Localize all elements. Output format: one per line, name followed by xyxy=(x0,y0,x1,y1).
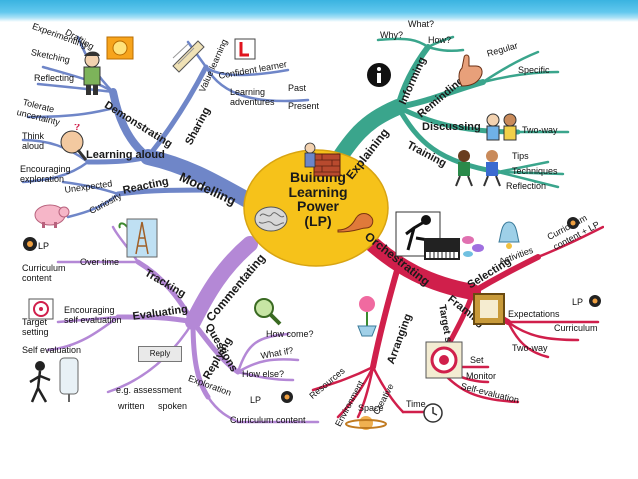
leaf-lp: LP xyxy=(38,241,50,251)
leaf-reflection: Reflection xyxy=(506,181,547,191)
leaf-curriculum-2: Curriculum xyxy=(554,323,598,333)
sweets-icon xyxy=(462,236,484,257)
target-card-icon xyxy=(28,298,54,320)
leaf-expectations: Expectations xyxy=(508,309,560,319)
pig-icon xyxy=(34,204,70,228)
leaf-target: Target xyxy=(22,317,48,327)
training-kids-icon xyxy=(455,150,501,187)
leaf-eg-assessment: e.g. assessment xyxy=(116,385,182,395)
leaf-set: Set xyxy=(470,355,484,365)
slide-header-bar xyxy=(0,0,638,22)
builder-icon xyxy=(304,142,341,177)
branch-discussing: Discussing xyxy=(422,121,481,133)
leaf-setting: setting xyxy=(22,327,49,337)
leaf-present: Present xyxy=(288,101,320,111)
ruler-icon xyxy=(172,40,205,73)
leaf-reflecting: Reflecting xyxy=(34,73,75,83)
muscle-arm-icon xyxy=(337,213,374,233)
leaf-written: written xyxy=(118,401,145,411)
lightning-icon xyxy=(106,36,134,60)
cd-icon-3 xyxy=(567,217,579,229)
clock-icon xyxy=(423,403,443,423)
reply-label: Reply xyxy=(149,349,171,358)
cd-icon-2 xyxy=(281,391,293,403)
bell-icon xyxy=(498,221,520,249)
leaf-how-come: How come? xyxy=(266,329,314,339)
leaf-lp-3: LP xyxy=(572,297,584,307)
leaf-monitor: Monitor xyxy=(466,371,497,381)
leaf-time: Time xyxy=(406,399,426,409)
leaf-adventures: adventures xyxy=(230,97,275,107)
mirror-icon xyxy=(59,357,79,402)
mind-map-branches xyxy=(21,35,604,424)
leaf-self-evaluation: Self evaluation xyxy=(22,345,82,355)
leaf-space: Space xyxy=(358,403,384,413)
center-line-4: (LP) xyxy=(304,213,332,230)
center-line-3: Power xyxy=(296,198,339,215)
mind-map: Building Learning Power (LP) Modelling D… xyxy=(16,19,604,434)
leaf-over-time: Over time xyxy=(80,257,120,267)
leaf-how-else: How else? xyxy=(242,369,285,379)
leaf-spoken: spoken xyxy=(158,401,188,411)
thinking-man-icon: ? xyxy=(60,124,88,161)
leaf-content: content xyxy=(22,273,52,283)
picture-frame-icon xyxy=(473,293,505,325)
leaf-curriculum: Curriculum xyxy=(22,263,66,273)
piano-icon xyxy=(424,238,460,260)
cd-icon xyxy=(23,237,37,251)
leaf-curriculum-content: Curriculum content xyxy=(230,415,306,425)
cd-icon-4 xyxy=(589,295,601,307)
leaf-how: How? xyxy=(428,35,452,45)
leaf-two-way-2: Two-way xyxy=(512,343,548,353)
modelling-branch-lines xyxy=(21,35,310,219)
planet-icon xyxy=(345,416,387,430)
ladder-icon xyxy=(126,218,158,258)
commentating-branch-lines xyxy=(46,225,320,424)
artist-icon xyxy=(83,51,101,95)
leaf-two-way: Two-way xyxy=(522,125,558,135)
target-icon xyxy=(425,341,463,379)
l-plate-icon xyxy=(234,38,256,60)
discussion-icon xyxy=(486,113,517,141)
leaf-self-evaluation-short: self evaluation xyxy=(64,315,122,325)
leaf-techniques: Techniques xyxy=(512,166,558,176)
leaf-aloud: aloud xyxy=(22,141,45,151)
reply-button-icon: Reply xyxy=(138,346,182,362)
detective-icon xyxy=(254,298,282,326)
leaf-what: What? xyxy=(408,19,435,29)
leaf-specific: Specific xyxy=(518,65,550,75)
leaf-lp-2: LP xyxy=(250,395,262,405)
leaf-learning: Learning xyxy=(230,87,266,97)
leaf-think: Think xyxy=(22,131,45,141)
center-bubble xyxy=(243,149,389,267)
info-icon xyxy=(367,63,391,87)
leaf-why: Why? xyxy=(380,30,404,40)
pointing-hand-icon xyxy=(458,54,483,87)
leaf-encouraging-2: Encouraging xyxy=(64,305,115,315)
person-icon xyxy=(29,361,51,403)
branch-learning-aloud: Learning aloud xyxy=(86,149,165,161)
orchestrating-branch-lines xyxy=(311,225,604,419)
center-title: Building Learning Power (LP) xyxy=(276,170,360,229)
leaf-exploration: exploration xyxy=(20,174,65,184)
svg-text:?: ? xyxy=(74,124,80,133)
flower-icon xyxy=(357,296,377,337)
leaf-tips: Tips xyxy=(512,151,529,161)
leaf-past: Past xyxy=(288,83,307,93)
center-line-2: Learning xyxy=(288,183,348,200)
brain-icon xyxy=(254,206,288,232)
leaf-encouraging: Encouraging xyxy=(20,164,71,174)
